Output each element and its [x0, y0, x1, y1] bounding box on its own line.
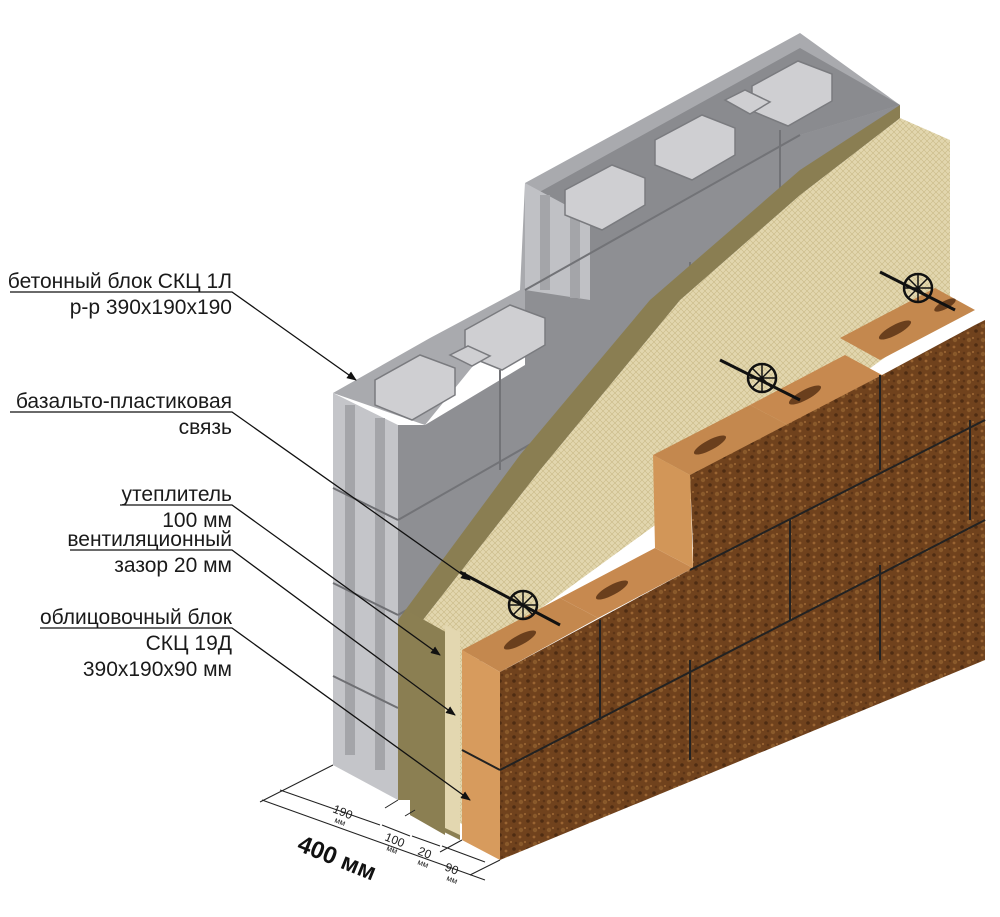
label-facing-block-line1: облицовочный блок	[40, 606, 233, 629]
concrete-front-face	[398, 105, 900, 800]
label-facing-block-line2: СКЦ 19Д	[146, 632, 232, 655]
label-vent-gap-line1: вентиляционный	[67, 528, 232, 551]
block-cavities	[374, 60, 833, 421]
dim-20-unit: мм	[416, 858, 430, 870]
label-tie-line2: связь	[179, 416, 232, 439]
dim-total-width: 400 мм	[294, 831, 380, 887]
leader-vent-gap	[70, 549, 456, 716]
block-side-joints	[332, 487, 399, 709]
label-insulation-line2: 100 мм	[162, 509, 232, 532]
facing-joints	[461, 375, 986, 771]
dimension-lines	[259, 764, 501, 881]
dim-20-value: 20	[416, 844, 434, 862]
callout-labels: бетонный блок СКЦ 1Л р-р 390х190х190 баз…	[8, 270, 233, 681]
tie-lower	[459, 570, 561, 627]
leader-lines	[10, 291, 471, 801]
leader-insulation	[120, 504, 441, 656]
facing-block-layer	[461, 288, 986, 860]
dim-100-unit: мм	[385, 844, 399, 856]
tie-middle	[719, 358, 801, 402]
label-vent-gap-line2: зазор 20 мм	[114, 554, 232, 577]
label-concrete-block-line1: бетонный блок СКЦ 1Л	[8, 270, 232, 293]
facing-end-face	[462, 650, 500, 860]
tie-upper	[879, 270, 956, 312]
label-tie-line1: базальто-пластиковая	[16, 390, 232, 413]
label-insulation-line1: утеплитель	[122, 483, 233, 506]
concrete-side-face	[333, 393, 398, 800]
dim-190-unit: мм	[333, 816, 347, 828]
basalt-plastic-ties	[459, 270, 956, 627]
leader-tie	[10, 411, 471, 581]
dim-90-unit: мм	[445, 874, 459, 886]
leader-concrete-block	[10, 291, 357, 381]
leader-facing-block	[40, 627, 471, 801]
dim-90-value: 90	[443, 860, 461, 878]
label-facing-block-line3: 390х190х90 мм	[83, 658, 232, 681]
label-concrete-block-line2: р-р 390х190х190	[70, 296, 232, 319]
block-end-grooves	[345, 195, 580, 770]
facing-rough-front	[500, 320, 985, 860]
